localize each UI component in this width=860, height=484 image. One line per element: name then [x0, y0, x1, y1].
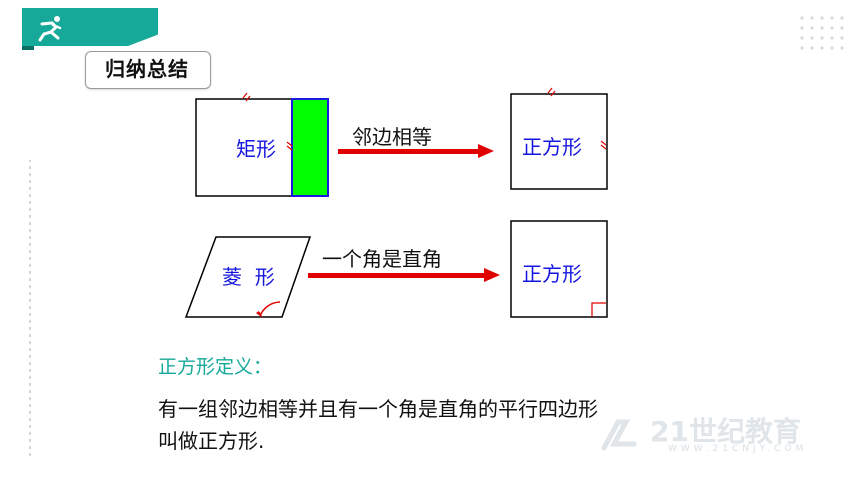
definition-line-2: 叫做正方形.	[158, 429, 265, 453]
tick-mark	[242, 92, 251, 102]
rhombus-shape	[184, 236, 312, 318]
rhombus-label: 菱 形	[222, 265, 275, 289]
watermark-logo-icon	[601, 419, 637, 451]
definition-title: 正方形定义：	[158, 356, 273, 378]
header-banner	[22, 8, 158, 46]
result-bottom-label: 正方形	[522, 262, 582, 286]
section-title: 归纳总结	[105, 57, 189, 81]
runner-icon	[38, 16, 62, 42]
square-top-shape	[510, 93, 608, 190]
condition-bottom-label: 一个角是直角	[322, 247, 442, 271]
arrow-bottom-head	[484, 268, 500, 282]
tick-mark	[600, 140, 607, 150]
title-box	[85, 51, 211, 89]
angle-arc-arrowhead	[256, 311, 263, 318]
watermark-brand: 21世纪教育	[650, 415, 801, 448]
right-angle-mark	[591, 302, 606, 317]
dotted-side-line	[29, 160, 31, 460]
square-bottom-shape	[510, 220, 608, 318]
tick-mark	[547, 87, 556, 97]
arrow-top-head	[478, 144, 494, 158]
tick-mark	[286, 141, 293, 151]
angle-arc	[259, 301, 281, 317]
arrow-top-shaft	[338, 149, 478, 154]
watermark-url: WWW.21CNJY.COM	[668, 444, 808, 454]
rectangle-label: 矩形	[236, 137, 276, 161]
result-top-label: 正方形	[522, 135, 582, 159]
condition-top-label: 邻边相等	[352, 125, 432, 149]
arrow-bottom-shaft	[308, 273, 484, 278]
definition-line-1: 有一组邻边相等并且有一个角是直角的平行四边形	[158, 397, 598, 421]
dot-grid-decoration	[800, 16, 844, 50]
rectangle-highlight-strip	[291, 98, 329, 197]
